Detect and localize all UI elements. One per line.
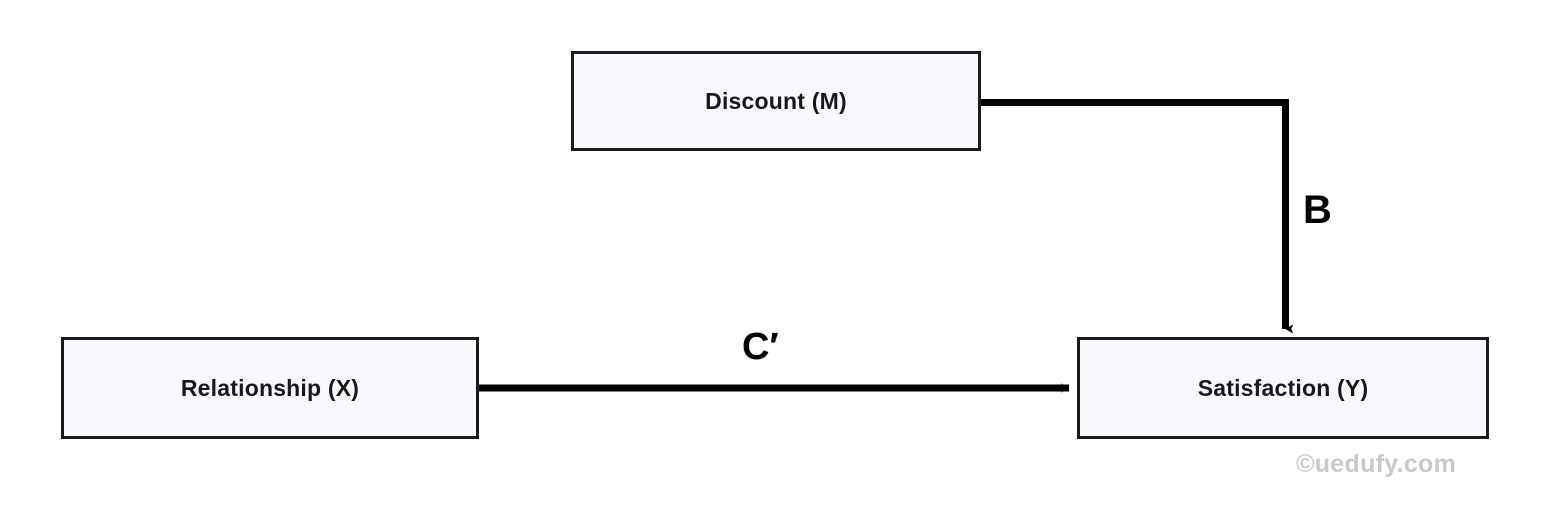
path-label-c-prime: C′	[742, 326, 779, 368]
node-relationship-label: Relationship (X)	[180, 374, 360, 401]
watermark: ©uedufy.com	[1296, 450, 1457, 478]
path-label-b: B	[1303, 188, 1332, 232]
node-satisfaction[interactable]: Satisfaction (Y)	[1077, 337, 1489, 439]
connector-discount-to-satisfaction	[980, 99, 1294, 334]
node-discount-label: Discount (M)	[705, 87, 847, 114]
node-discount[interactable]: Discount (M)	[571, 51, 981, 151]
node-satisfaction-label: Satisfaction (Y)	[1197, 374, 1369, 401]
node-relationship[interactable]: Relationship (X)	[61, 337, 479, 439]
